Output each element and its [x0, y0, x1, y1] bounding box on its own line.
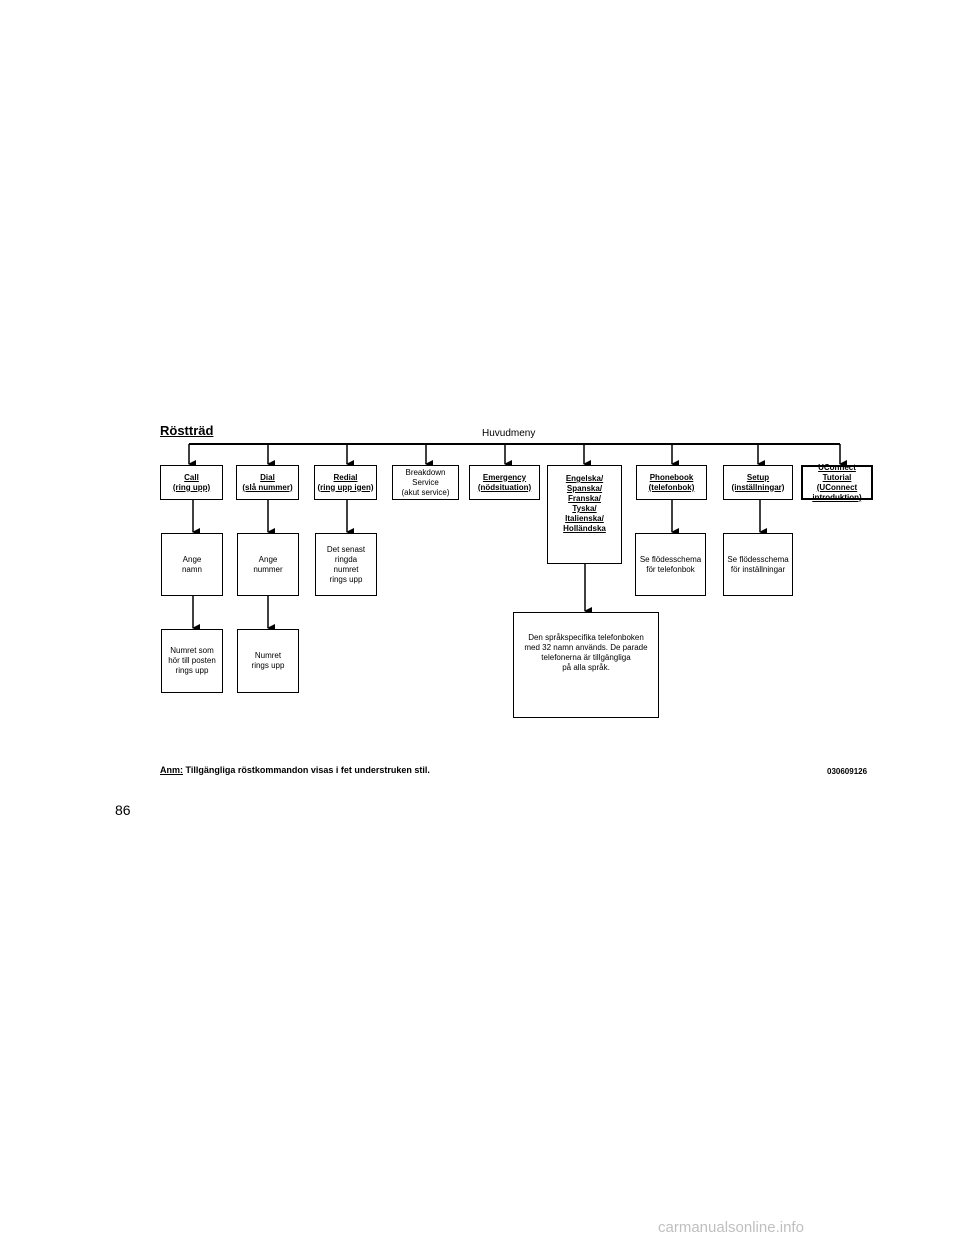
menu-item-languages: Engelska/ Spanska/ Franska/ Tyska/ Itali… — [547, 465, 622, 564]
menu-lang-line-3: Franska/ — [568, 494, 601, 503]
phonebook-step-2-line-1: Se flödesschema — [639, 554, 702, 564]
menu-lang-line-1: Engelska/ — [565, 474, 604, 483]
dial-step-3-line-2: rings upp — [251, 661, 285, 670]
menu-lang-line-2: Spanska/ — [566, 484, 603, 493]
menu-redial-cmd: Redial — [333, 472, 358, 482]
menu-tutorial-line-3: introduktion) — [812, 492, 862, 502]
menu-lang-line-4: Tyska/ — [572, 504, 597, 513]
menu-emergency-cmd: Emergency — [482, 472, 527, 482]
redial-step-2: Det senast ringda numret rings upp — [315, 533, 377, 596]
dial-step-2-line-1: Ange — [258, 554, 278, 564]
menu-item-phonebook: Phonebook (telefonbok) — [636, 465, 707, 500]
figure-code: 030609126 — [827, 767, 868, 776]
diagram-note: Anm: Tillgängliga röstkommandon visas i … — [160, 765, 430, 775]
dial-step-2: Ange nummer — [237, 533, 299, 596]
menu-tutorial-line-2: (UConnect — [816, 482, 858, 492]
watermark: carmanualsonline.info — [658, 1219, 804, 1236]
phonebook-step-2: Se flödesschema för telefonbok — [635, 533, 706, 596]
call-step-2-line-1: Ange — [182, 554, 202, 564]
dial-step-3-line-1: Numret — [254, 651, 282, 660]
call-step-2: Ange namn — [161, 533, 223, 596]
main-menu-label: Huvudmeny — [482, 428, 536, 439]
language-phonebook-note: Den språkspecifika telefonboken med 32 n… — [513, 612, 659, 718]
redial-step-2-line-2: ringda — [334, 554, 358, 564]
note-prefix: Anm: — [160, 765, 183, 775]
menu-setup-cmd: Setup — [746, 472, 770, 482]
call-step-2-line-2: namn — [181, 564, 202, 574]
menu-breakdown-line-3: (akut service) — [401, 487, 450, 497]
setup-step-2-line-1: Se flödesschema — [727, 554, 789, 564]
language-note-line-3: telefonerna är tillgängliga — [541, 653, 631, 662]
call-step-3: Numret som hör till posten rings upp — [161, 629, 223, 693]
menu-breakdown-line-2: Service — [412, 477, 439, 487]
redial-step-2-line-4: rings upp — [329, 574, 363, 584]
menu-breakdown-line-1: Breakdown — [405, 467, 446, 477]
menu-phonebook-sub: (telefonbok) — [648, 482, 695, 492]
diagram-title: Röstträd — [160, 423, 214, 438]
page-number: 86 — [115, 802, 131, 818]
menu-item-breakdown: Breakdown Service (akut service) — [392, 465, 459, 500]
menu-item-call: Call (ring upp) — [160, 465, 223, 500]
menu-item-dial: Dial (slå nummer) — [236, 465, 299, 500]
menu-call-cmd: Call — [184, 472, 199, 482]
setup-step-2: Se flödesschema för inställningar — [723, 533, 793, 596]
menu-lang-line-6: Holländska — [563, 524, 606, 533]
menu-item-redial: Redial (ring upp igen) — [314, 465, 377, 500]
menu-emergency-sub: (nödsituation) — [477, 482, 532, 492]
menu-phonebook-cmd: Phonebook — [649, 472, 694, 482]
redial-step-2-line-1: Det senast — [326, 544, 366, 554]
menu-lang-line-5: Italienska/ — [565, 514, 604, 523]
call-step-3-line-3: rings upp — [175, 666, 209, 675]
dial-step-3: Numret rings upp — [237, 629, 299, 693]
language-note-line-1: Den språkspecifika telefonboken — [528, 633, 644, 642]
redial-step-2-line-3: numret — [333, 564, 359, 574]
menu-dial-sub: (slå nummer) — [242, 482, 293, 492]
menu-tutorial-line-1: UConnect Tutorial — [818, 462, 856, 482]
call-step-3-line-2: hör till posten — [168, 656, 216, 665]
menu-item-uconnect-tutorial: UConnect Tutorial (UConnect introduktion… — [801, 462, 873, 502]
menu-dial-cmd: Dial — [260, 472, 275, 482]
setup-step-2-line-2: för inställningar — [730, 564, 786, 574]
phonebook-step-2-line-2: för telefonbok — [646, 564, 695, 574]
dial-step-2-line-2: nummer — [253, 564, 283, 574]
language-note-line-4: på alla språk. — [562, 663, 610, 672]
menu-item-setup: Setup (inställningar) — [723, 465, 793, 500]
menu-setup-sub: (inställningar) — [731, 482, 785, 492]
menu-item-emergency: Emergency (nödsituation) — [469, 465, 540, 500]
note-text: Tillgängliga röstkommandon visas i fet u… — [185, 765, 430, 775]
language-note-line-2: med 32 namn används. De parade — [524, 643, 648, 652]
call-step-3-line-1: Numret som — [170, 646, 214, 655]
menu-redial-sub: (ring upp igen) — [317, 482, 374, 492]
menu-call-sub: (ring upp) — [172, 482, 211, 492]
